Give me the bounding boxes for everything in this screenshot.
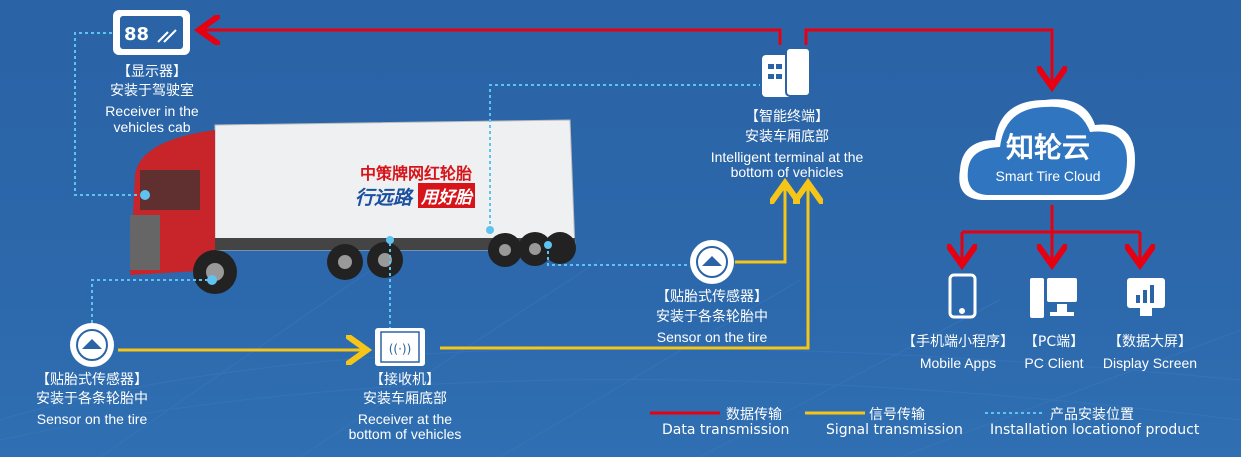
- sensor-left-title: 【贴胎式传感器】: [36, 372, 148, 388]
- legend-signal-en: Signal transmission: [826, 422, 963, 438]
- legend-data-cn: 数据传输: [726, 407, 782, 423]
- display-screen-icon: [1127, 278, 1165, 316]
- cloud-title: 知轮云: [1005, 131, 1091, 164]
- tire-sensor-icon-left: [70, 323, 114, 367]
- client-mobile-cn: 【手机端小程序】: [902, 334, 1014, 350]
- receiver-icon: ((·)): [375, 328, 425, 366]
- receiver-title: 【接收机】: [370, 372, 440, 388]
- terminal-en2: bottom of vehicles: [730, 164, 844, 180]
- truck-slogan-2a: 行远路: [355, 187, 413, 209]
- signal-transmission-lines: [118, 186, 808, 350]
- svg-text:88: 88: [124, 24, 149, 45]
- sensor-right-title: 【贴胎式传感器】: [656, 289, 768, 305]
- sensor-right-en: Sensor on the tire: [656, 329, 768, 345]
- terminal-en1: Intelligent terminal at the: [710, 149, 864, 165]
- legend-signal-cn: 信号传输: [869, 407, 925, 423]
- client-pc-en: PC Client: [1024, 355, 1084, 371]
- phone-icon: [948, 273, 977, 319]
- receiver-cn: 安装车厢底部: [363, 391, 447, 407]
- cloud-subtitle: Smart Tire Cloud: [995, 168, 1101, 184]
- legend-install-en: Installation locationof product: [990, 422, 1200, 438]
- truck-image: [130, 119, 576, 294]
- svg-text:((·)): ((·)): [389, 342, 412, 356]
- legend-install-cn: 产品安装位置: [1050, 407, 1134, 423]
- display-en1: Receiver in the: [105, 103, 199, 119]
- installation-lines: [74, 32, 760, 330]
- display-cn: 安装于驾驶室: [110, 83, 194, 99]
- client-pc-cn: 【PC端】: [1023, 334, 1085, 350]
- receiver-en2: bottom of vehicles: [348, 426, 462, 442]
- cloud-icon: [959, 99, 1135, 200]
- terminal-title: 【智能终端】: [745, 109, 829, 125]
- client-screen-en: Display Screen: [1102, 355, 1198, 371]
- grid-pattern: [0, 249, 1241, 457]
- legend-data-en: Data transmission: [662, 422, 790, 438]
- client-screen-cn: 【数据大屏】: [1108, 334, 1192, 350]
- display-88-icon: 88: [113, 10, 190, 55]
- terminal-icon: [762, 47, 811, 97]
- data-transmission-lines: [202, 30, 1140, 262]
- receiver-en1: Receiver at the: [357, 411, 453, 427]
- sensor-left-en: Sensor on the tire: [36, 411, 148, 427]
- display-en2: vehicles cab: [113, 119, 191, 135]
- tire-sensor-icon-right: [690, 240, 734, 284]
- truck-slogan-1: 中策牌网红轮胎: [360, 164, 473, 183]
- pc-icon: [1030, 278, 1077, 318]
- client-mobile-en: Mobile Apps: [919, 355, 997, 371]
- terminal-cn: 安装车厢底部: [745, 129, 829, 145]
- truck-slogan-2b: 用好胎: [418, 183, 475, 208]
- display-title: 【显示器】: [117, 64, 187, 80]
- sensor-right-cn: 安装于各条轮胎中: [656, 309, 768, 325]
- sensor-left-cn: 安装于各条轮胎中: [36, 391, 148, 407]
